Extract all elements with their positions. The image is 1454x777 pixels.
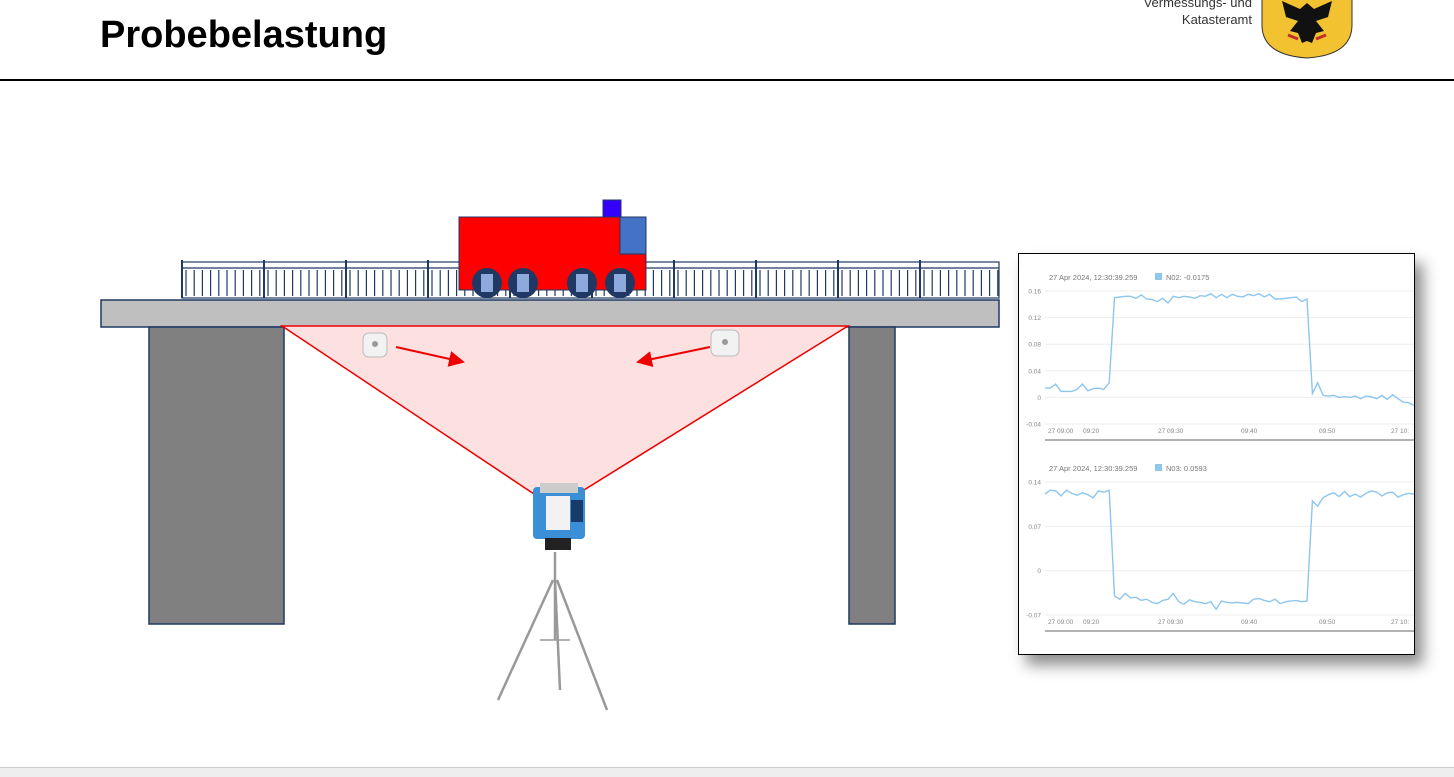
x-tick-label: 09:40 <box>1241 619 1258 626</box>
right-pillar <box>848 326 896 625</box>
sensor-right-icon <box>710 329 740 357</box>
sensor-left-icon <box>362 332 388 358</box>
x-tick-label: 27 09:30 <box>1158 619 1184 626</box>
bridge-diagram <box>100 199 1000 711</box>
legend-swatch <box>1155 273 1162 280</box>
x-tick-label: 27 09:00 <box>1048 428 1074 435</box>
footer-bar <box>0 767 1454 777</box>
x-tick-label: 27 10: <box>1391 619 1409 626</box>
page-title: Probebelastung <box>100 14 388 56</box>
organization-name: Vermessungs- und Katasteramt <box>1144 0 1252 28</box>
y-tick-label: 0.16 <box>1028 289 1041 296</box>
left-pillar <box>148 326 285 625</box>
x-tick-label: 27 09:00 <box>1048 619 1074 626</box>
series-line-N02 <box>1045 292 1414 407</box>
y-tick-label: 0.14 <box>1028 480 1041 487</box>
sensor-charts: 27 Apr 2024, 12:30:39.259 N02: -0.0175 0.1… <box>1026 273 1414 632</box>
y-tick-label: 0.04 <box>1028 368 1041 375</box>
x-tick-label: 09:50 <box>1319 428 1336 435</box>
legend-label: N03: 0.0593 <box>1166 464 1207 473</box>
y-tick-label: 0 <box>1037 568 1041 575</box>
train-cab <box>619 216 647 255</box>
org-line-2: Katasteramt <box>1181 12 1252 27</box>
arrow-right-icon <box>636 346 711 367</box>
chart-header: 27 Apr 2024, 12:30:39.259 <box>1049 273 1137 282</box>
series-line-N03 <box>1044 489 1414 611</box>
x-tick-label: 09:20 <box>1083 428 1100 435</box>
train-chimney <box>602 199 622 218</box>
org-line-1: Vermessungs- und <box>1143 0 1252 10</box>
bridge-deck <box>100 299 1000 328</box>
x-tick-label: 09:20 <box>1083 619 1100 626</box>
sensor-charts-panel: 27 Apr 2024, 12:30:39.259 N02: -0.0175 0.1… <box>1018 253 1415 655</box>
legend-label: N02: -0.0175 <box>1166 273 1209 282</box>
y-tick-label: 0.07 <box>1028 524 1041 531</box>
y-tick-label: 0.08 <box>1028 342 1041 349</box>
y-tick-label: -0.04 <box>1026 422 1041 429</box>
legend-swatch <box>1155 464 1162 471</box>
y-tick-label: 0 <box>1037 395 1041 402</box>
x-tick-label: 27 09:30 <box>1158 428 1184 435</box>
x-tick-label: 09:40 <box>1241 428 1258 435</box>
x-tick-label: 09:50 <box>1319 619 1336 626</box>
header-divider <box>0 79 1454 81</box>
coat-of-arms-logo <box>1261 0 1353 59</box>
chart-header: 27 Apr 2024, 12:30:39.259 <box>1049 464 1137 473</box>
scan-field <box>279 325 851 509</box>
y-tick-label: -0.07 <box>1026 613 1041 620</box>
arrow-left-icon <box>395 346 465 367</box>
x-tick-label: 27 10: <box>1391 428 1409 435</box>
y-tick-label: 0.12 <box>1028 315 1041 322</box>
laser-scanner-icon <box>533 483 585 550</box>
train-wheels <box>472 268 635 298</box>
tripod-icon <box>496 552 609 711</box>
